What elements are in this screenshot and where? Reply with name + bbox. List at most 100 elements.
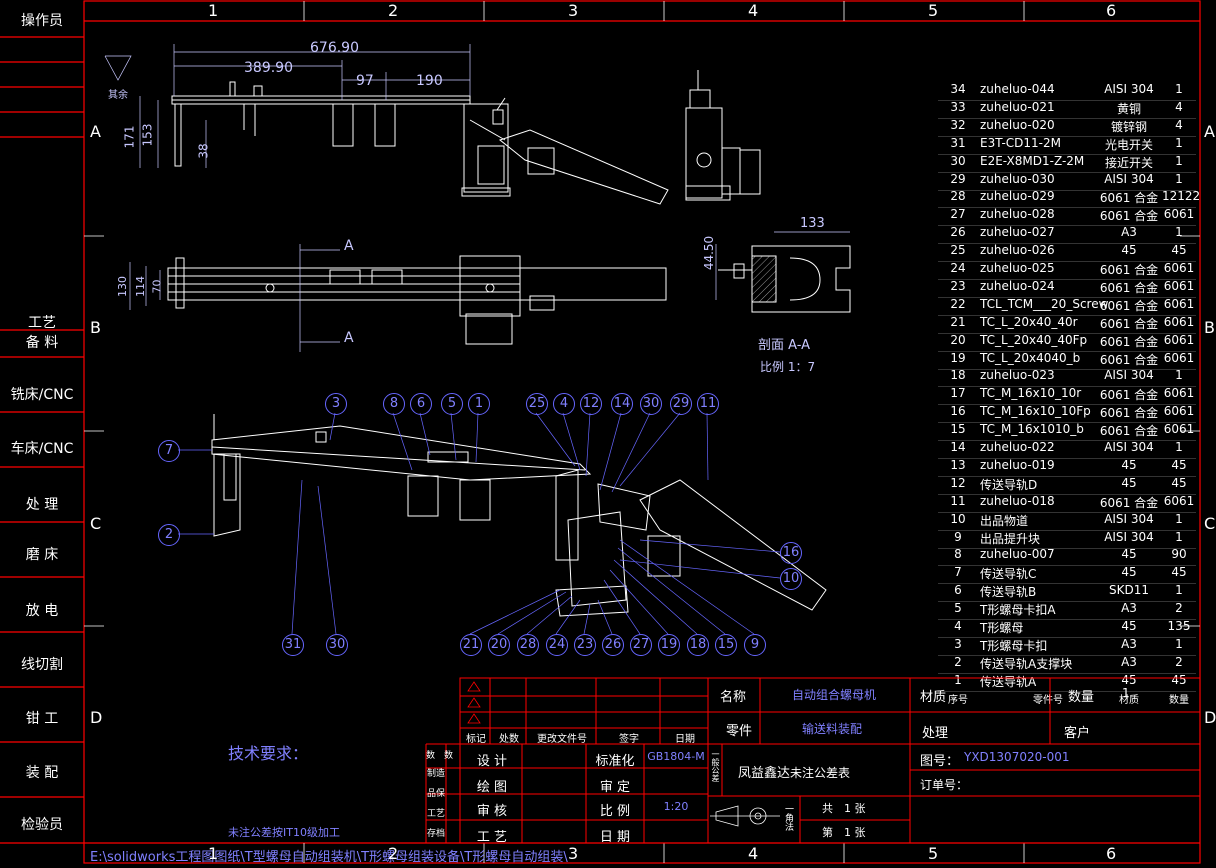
column-label-top: 4 (748, 1, 759, 20)
bom-cell: 6061 合金 (1099, 316, 1159, 331)
part-label: 零件 (726, 724, 753, 739)
balloon-number: 26 (602, 634, 624, 656)
bom-cell: TC_M_16x10_10Fp (980, 404, 1091, 419)
bom-cell: 1 (1175, 171, 1183, 186)
bom-cell: zuheluo-020 (980, 117, 1055, 132)
bom-cell: 1 (1175, 135, 1183, 150)
balloon-number: 10 (780, 568, 802, 590)
bom-cell: zuheluo-007 (980, 547, 1055, 562)
sidebar-item: 处 理 (25, 497, 59, 513)
bom-cell: zuheluo-022 (980, 440, 1055, 454)
bom-cell: 6061 合金 (1099, 209, 1159, 224)
bom-cell: 32 (950, 117, 966, 132)
bom-cell: 6061 合金 (1099, 298, 1159, 313)
balloon-number: 12 (580, 393, 602, 415)
sign-row-label: 绘 图 (476, 780, 508, 795)
bom-cell: 6061 合金 (1099, 191, 1159, 206)
bom-cell: TC_L_20x40_40r (980, 314, 1078, 329)
bom-cell: 传送导轨B (980, 585, 1037, 600)
bom-cell: 6061 (1163, 350, 1195, 365)
balloon-number: 16 (780, 542, 802, 564)
sidebar-item: 工艺 (28, 315, 56, 331)
balloon-number: 9 (744, 634, 766, 656)
bom-cell: zuheluo-019 (980, 457, 1055, 472)
std-label: 审 定 (599, 780, 631, 795)
column-label-bottom: 2 (388, 844, 399, 863)
bom-cell: 7 (954, 565, 962, 580)
front-view (171, 81, 669, 205)
bom-cell: T形螺母 (980, 621, 1024, 635)
side-row-label: 存档 (426, 829, 445, 839)
bom-cell: 25 (950, 243, 966, 258)
bom-cell: 6061 合金 (1099, 263, 1159, 277)
revision-header: 标记 (466, 734, 486, 745)
dim-190: 190 (416, 73, 443, 89)
dim-676: 676.90 (310, 40, 359, 56)
bom-cell: 45 (1121, 565, 1137, 580)
bom-cell: TC_M_16x1010_b (980, 422, 1084, 437)
column-label-top: 5 (928, 1, 939, 20)
part-value: 输送料装配 (802, 722, 863, 736)
sign-row-label: 工 艺 (476, 830, 508, 845)
balloon-number: 8 (383, 393, 405, 415)
column-label-top: 6 (1106, 1, 1117, 20)
std-value: GB1804-M (647, 750, 705, 763)
bom-cell: 12 (950, 475, 966, 490)
dim-44-50: 44.50 (702, 235, 717, 271)
bom-cell: 2 (1175, 654, 1183, 669)
top-view (167, 255, 667, 345)
section-scale: 比例 1：7 (760, 360, 816, 374)
balloon-number: 11 (697, 393, 719, 415)
bom-cell: 28 (950, 189, 966, 204)
column-label-bottom: 1 (208, 844, 219, 863)
bom-cell: 1 (1175, 82, 1183, 96)
balloon-number: 21 (460, 634, 482, 656)
drawing-no: YXD1307020-001 (964, 750, 1070, 764)
qty-label: 数量 (1068, 690, 1095, 705)
bom-cell: 2 (1175, 601, 1183, 616)
bom-cell: zuheluo-029 (980, 189, 1055, 204)
bom-cell: 6061 合金 (1099, 334, 1159, 349)
section-title: 剖面 A-A (758, 338, 811, 353)
bom-cell: zuheluo-025 (980, 261, 1055, 275)
column-label-top: 2 (388, 1, 399, 20)
sidebar-item: 检验员 (21, 817, 63, 833)
balloon-number: 31 (282, 634, 304, 656)
bom-cell: AISI 304 (1104, 368, 1154, 383)
bom-cell: 6061 合金 (1099, 280, 1159, 295)
balloon-number: 28 (517, 634, 539, 656)
balloon-leaders (178, 412, 781, 635)
bom-cell: 4 (954, 619, 962, 633)
bom-cell: 光电开关 (1104, 137, 1153, 152)
surface-note: 其余 (108, 90, 128, 101)
bom-cell: 1 (1175, 440, 1183, 454)
balloon-number: 30 (326, 634, 348, 656)
balloon-number: 5 (441, 393, 463, 415)
balloon-number: 19 (658, 634, 680, 656)
bom-cell: T形螺母卡扣 (980, 638, 1048, 653)
balloon-number: 27 (630, 634, 652, 656)
bom-cell: 6061 (1163, 314, 1195, 329)
bom-cell: 4 (1175, 99, 1183, 114)
dim-97: 97 (356, 73, 374, 89)
row-label-left: C (90, 514, 102, 533)
bom-cell: 6 (954, 583, 962, 598)
bom-cell: 34 (950, 82, 966, 96)
tolerance-text: 未注公差表 (790, 766, 851, 780)
balloon-number: 25 (526, 393, 548, 415)
bom-cell: 8 (954, 547, 962, 562)
sidebar-item: 放 电 (25, 603, 59, 619)
balloon-number: 29 (670, 393, 692, 415)
std-label: 比 例 (599, 804, 631, 819)
tech-requirements: 技术要求： (228, 744, 309, 763)
bom-cell: 6061 合金 (1099, 495, 1159, 510)
